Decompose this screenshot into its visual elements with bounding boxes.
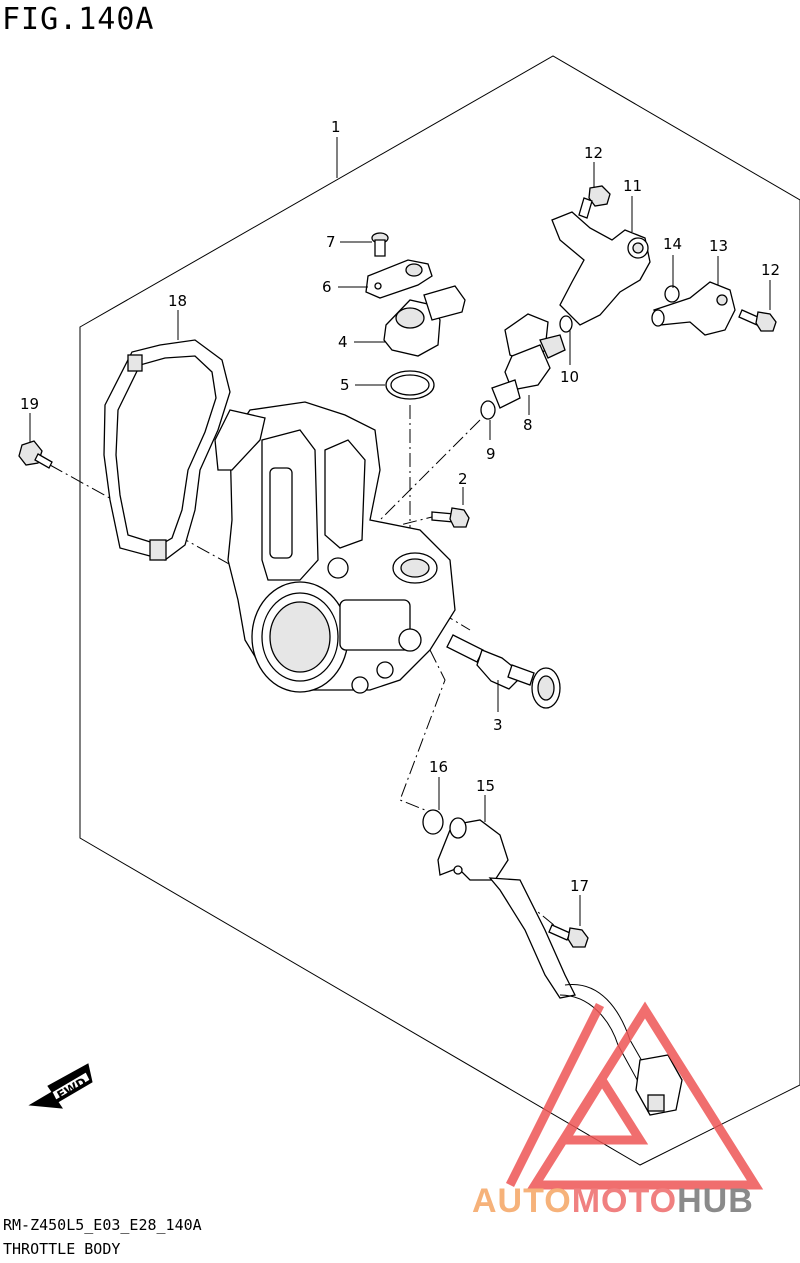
part-12-bolt-right bbox=[738, 309, 777, 332]
part-6-plate bbox=[365, 259, 433, 299]
figure-title: FIG.140A bbox=[2, 2, 155, 37]
fwd-arrow-icon: FWD bbox=[28, 1063, 93, 1109]
part-16-o-ring bbox=[422, 809, 444, 835]
callout-6: 6 bbox=[322, 278, 332, 296]
callout-1: 1 bbox=[331, 118, 341, 136]
callout-19: 19 bbox=[20, 395, 39, 413]
callout-12-upper: 12 bbox=[584, 144, 603, 162]
callout-9: 9 bbox=[486, 445, 496, 463]
part-10-o-ring bbox=[559, 315, 573, 333]
callout-10: 10 bbox=[560, 368, 579, 386]
callout-12-right: 12 bbox=[761, 261, 780, 279]
assembly-boundary bbox=[79, 55, 800, 1166]
part-3-adjust-screw bbox=[446, 634, 561, 709]
part-13-fitting bbox=[651, 281, 736, 336]
callout-13: 13 bbox=[709, 237, 728, 255]
part-14-o-ring bbox=[664, 285, 680, 303]
part-4-sensor bbox=[383, 285, 466, 357]
watermark-logo: AUTOMOTOHUB bbox=[472, 1001, 764, 1220]
leader-lines bbox=[29, 137, 771, 926]
part-11-delivery-pipe bbox=[551, 211, 651, 326]
figure-code: RM-Z450L5_E03_E28_140A bbox=[3, 1216, 202, 1234]
callout-17: 17 bbox=[570, 877, 589, 895]
part-12-bolt-upper bbox=[578, 185, 611, 219]
watermark-auto: AUTO bbox=[472, 1182, 572, 1220]
part-9-o-ring bbox=[480, 400, 496, 420]
callout-14: 14 bbox=[663, 235, 682, 253]
svg-text:AUTOMOTOHUB: AUTOMOTOHUB bbox=[472, 1182, 754, 1220]
callout-5: 5 bbox=[340, 376, 350, 394]
part-18-gasket bbox=[103, 339, 231, 561]
part-17-bolt bbox=[548, 924, 589, 948]
watermark-moto: MOTO bbox=[572, 1182, 677, 1220]
callout-7: 7 bbox=[326, 233, 336, 251]
part-7-screw bbox=[371, 232, 389, 257]
callout-3: 3 bbox=[493, 716, 503, 734]
part-19-bolt bbox=[18, 440, 53, 469]
part-2-screw bbox=[431, 507, 470, 528]
watermark-triangle-icon bbox=[505, 1001, 764, 1190]
callout-11: 11 bbox=[623, 177, 642, 195]
callout-15: 15 bbox=[476, 777, 495, 795]
watermark-hub: HUB bbox=[677, 1182, 754, 1220]
callout-18: 18 bbox=[168, 292, 187, 310]
callout-4: 4 bbox=[338, 333, 348, 351]
part-1-throttle-body bbox=[214, 401, 456, 694]
part-8-injector bbox=[491, 313, 566, 409]
callout-16: 16 bbox=[429, 758, 448, 776]
callout-2: 2 bbox=[458, 470, 468, 488]
part-5-o-ring-inner bbox=[390, 374, 430, 396]
figure-name: THROTTLE BODY bbox=[3, 1240, 121, 1258]
part-15-sensor-harness bbox=[437, 817, 683, 1116]
callout-8: 8 bbox=[523, 416, 533, 434]
